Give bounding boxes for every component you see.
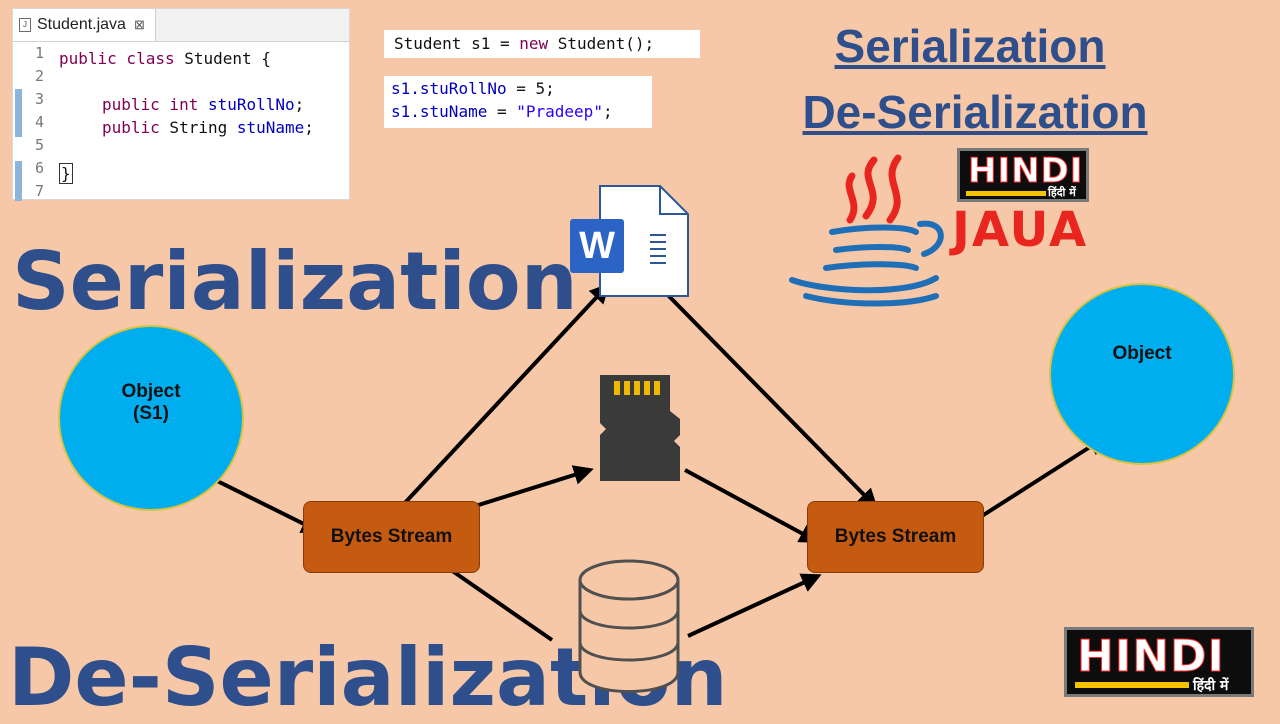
change-marker: [15, 89, 22, 113]
card-contact: [634, 381, 640, 395]
header-title-serialization: Serialization: [834, 20, 1106, 72]
change-marker: [15, 161, 22, 201]
hindi-badge-sub: हिंदी में: [1193, 678, 1229, 694]
arrow-database-to-stream: [687, 573, 822, 638]
steam-line: [845, 172, 858, 224]
code-line-4: public String stuName;: [102, 118, 314, 137]
code-line-6: }: [59, 163, 73, 184]
tab-student-java[interactable]: J Student.java ⊠: [13, 9, 156, 41]
object-label: Object: [1112, 343, 1172, 364]
line-number-gutter: 1 2 3 4 5 6 7: [13, 42, 55, 200]
steam-line: [886, 154, 902, 224]
card-contact: [614, 381, 620, 395]
line-number: 5: [35, 136, 45, 154]
arrow-file-to-stream: [656, 283, 878, 509]
object-label: Object: [121, 381, 181, 402]
cup-line: [833, 244, 911, 253]
line-number: 3: [35, 90, 45, 108]
cup-line: [803, 293, 939, 307]
bytes-stream-box-right: Bytes Stream: [807, 501, 984, 573]
assignment-line-2: s1.stuName = "Pradeep";: [391, 102, 613, 121]
hindi-badge-word: HINDI: [1077, 631, 1225, 682]
code-snippet-new-student: Student s1 = new Student();: [384, 30, 700, 58]
cup-line: [829, 224, 919, 235]
badge-underline: [1075, 682, 1189, 688]
card-contact: [624, 381, 630, 395]
hindi-badge-bottom: HINDI हिंदी में: [1064, 627, 1254, 697]
cup-handle: [917, 220, 944, 257]
java-label: JAUA: [952, 202, 1089, 258]
line-number: 1: [35, 44, 45, 62]
database-icon: [578, 559, 680, 693]
heading-serialization: Serialization: [12, 235, 578, 328]
arrow-stream-to-object: [958, 435, 1108, 532]
line-number: 6: [35, 159, 45, 177]
code-editor-panel: J Student.java ⊠ 1 2 3 4 5 6 7 public cl…: [12, 8, 350, 201]
hindi-badge-top: HINDI हिंदी में: [957, 148, 1089, 202]
card-contact: [644, 381, 650, 395]
word-letter-tile: W: [570, 219, 624, 273]
bytes-stream-box-left: Bytes Stream: [303, 501, 480, 573]
hindi-badge-word: HINDI: [967, 151, 1084, 192]
change-marker: [15, 113, 22, 137]
db-ring: [578, 609, 680, 630]
object-circle-right: Object: [1049, 283, 1235, 465]
line-number: 4: [35, 113, 45, 131]
assignment-line-1: s1.stuRollNo = 5;: [391, 79, 555, 98]
tab-label: Student.java: [37, 16, 126, 33]
code-area[interactable]: public class Student { public int stuRol…: [59, 42, 349, 199]
java-file-icon: J: [19, 18, 31, 32]
code-line-1: public class Student {: [59, 49, 271, 68]
object-s1-circle: Object (S1): [58, 325, 244, 511]
line-number: 7: [35, 182, 45, 200]
arrow-stream-to-file: [400, 283, 610, 508]
badge-underline: [966, 191, 1046, 196]
hindi-badge-sub: हिंदी में: [1048, 186, 1076, 199]
arrow-memory-card-to-stream: [684, 468, 820, 543]
object-id-label: (S1): [133, 403, 169, 424]
bytes-stream-label: Bytes Stream: [330, 526, 453, 547]
card-contact: [654, 381, 660, 395]
steam-line: [862, 156, 878, 220]
bytes-stream-label: Bytes Stream: [834, 526, 957, 547]
close-tab-icon[interactable]: ⊠: [133, 17, 145, 32]
java-logo-icon: [789, 154, 944, 307]
header-title-deserialization: De-Serialization: [802, 86, 1148, 138]
editor-tab-bar: J Student.java ⊠: [13, 9, 349, 42]
code-line-3: public int stuRollNo;: [102, 95, 305, 114]
memory-card-icon: [600, 375, 680, 481]
cup-line: [823, 261, 919, 271]
line-number: 2: [35, 67, 45, 85]
code-snippet-assignments: s1.stuRollNo = 5; s1.stuName = "Pradeep";: [384, 76, 652, 128]
db-ring: [578, 641, 680, 662]
word-document-icon: W: [570, 185, 690, 297]
cup-line: [789, 275, 939, 294]
db-body: [578, 580, 680, 693]
db-top: [578, 559, 680, 601]
